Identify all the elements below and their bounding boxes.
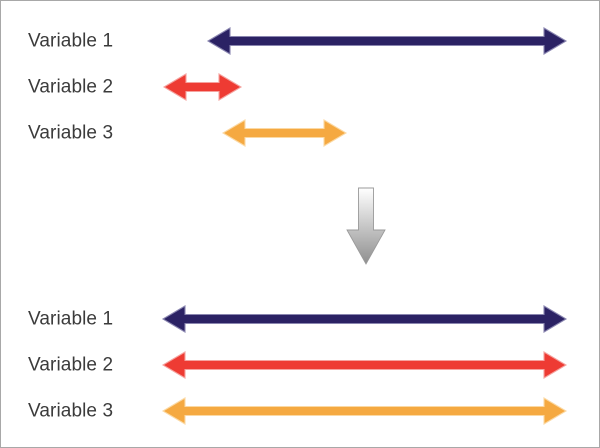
row-top-variable-2: Variable 2 — [1, 64, 599, 110]
double-arrow-bottom-variable-1 — [161, 305, 568, 333]
row-label-bottom-variable-1: Variable 1 — [28, 308, 114, 330]
row-top-variable-1: Variable 1 — [1, 18, 599, 64]
row-bottom-variable-2: Variable 2 — [1, 342, 599, 388]
row-bottom-variable-1: Variable 1 — [1, 296, 599, 342]
row-label-bottom-variable-3: Variable 3 — [28, 400, 114, 422]
row-label-bottom-variable-2: Variable 2 — [28, 354, 114, 376]
row-label-top-variable-3: Variable 3 — [28, 122, 114, 144]
double-arrow-bottom-variable-2 — [161, 351, 568, 379]
double-arrow-top-variable-1 — [206, 27, 568, 55]
double-arrow-bottom-variable-3 — [161, 397, 568, 425]
down-arrow-icon — [346, 187, 386, 265]
double-arrow-top-variable-2 — [162, 73, 243, 101]
row-label-top-variable-2: Variable 2 — [28, 76, 114, 98]
double-arrow-top-variable-3 — [221, 119, 348, 147]
row-bottom-variable-3: Variable 3 — [1, 388, 599, 434]
row-label-top-variable-1: Variable 1 — [28, 30, 114, 52]
row-top-variable-3: Variable 3 — [1, 110, 599, 156]
